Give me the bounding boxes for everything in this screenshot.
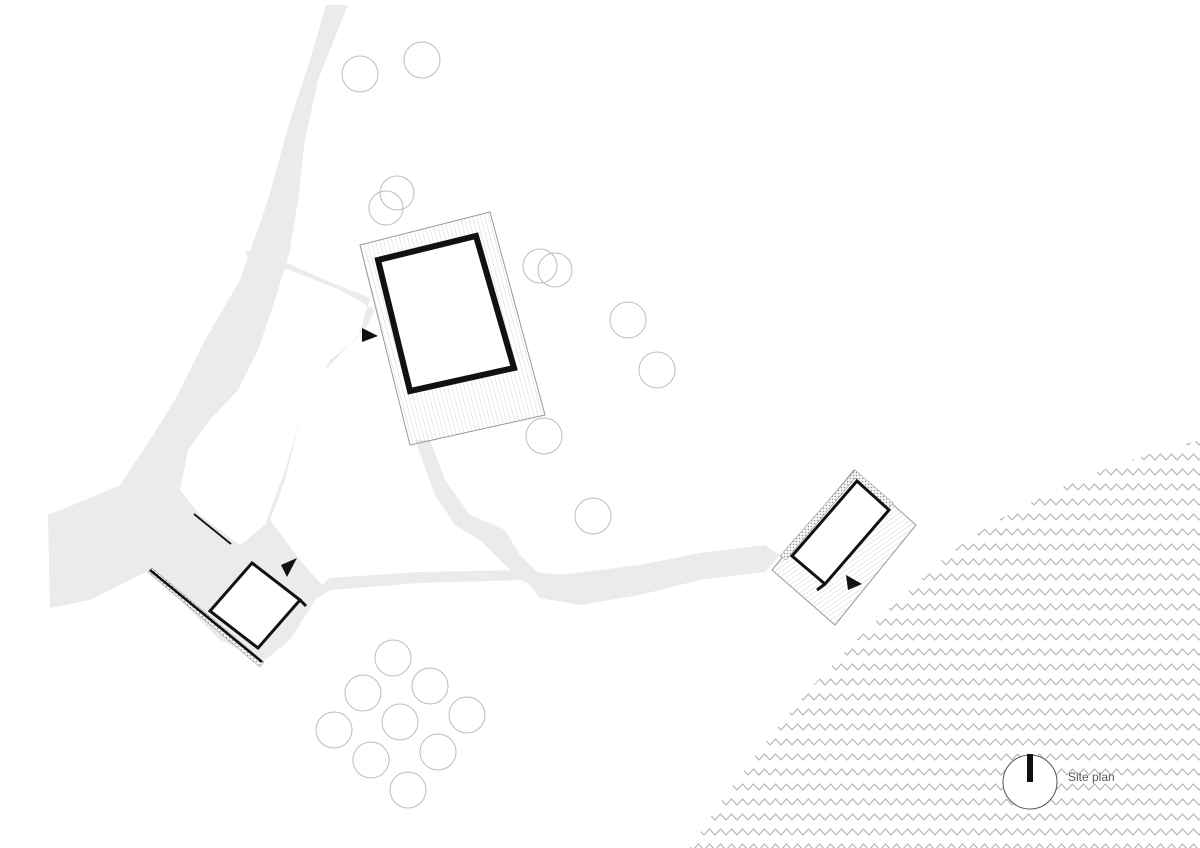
entrance-arrow-icon (362, 328, 378, 342)
tree-icon (403, 41, 441, 79)
tree-icon (352, 741, 390, 779)
tree-icon (638, 351, 676, 389)
branch-path (415, 440, 540, 583)
drawing-title: Site plan (1068, 770, 1115, 784)
tree-icon (344, 674, 382, 712)
tree-icon (368, 190, 404, 226)
west-cabin (147, 513, 308, 668)
tree-icon (381, 703, 419, 741)
tree-icon (522, 248, 558, 284)
entrance-arrow-icon (281, 558, 297, 577)
tree-icon (537, 252, 573, 288)
east-cabin (771, 469, 917, 626)
main-house-walls (374, 232, 518, 395)
trees (315, 41, 676, 809)
tree-icon (315, 711, 353, 749)
tree-icon (609, 301, 647, 339)
entrance-arrow-icon (846, 575, 862, 590)
wall-segment (193, 513, 232, 545)
tree-icon (374, 639, 412, 677)
tree-icon (341, 55, 379, 93)
water-area (690, 440, 1200, 848)
tree-icon (419, 733, 457, 771)
east-cabin-walls (789, 478, 892, 587)
tree-icon (574, 497, 612, 535)
tree-icon (448, 696, 486, 734)
main-house (359, 211, 546, 446)
tree-icon (389, 771, 427, 809)
tree-icon (411, 667, 449, 705)
north-arrow-icon (1002, 754, 1058, 810)
tree-icon (379, 175, 415, 211)
footpaths (48, 5, 780, 660)
tree-icon (525, 417, 563, 455)
west-cabin-walls (207, 560, 303, 651)
